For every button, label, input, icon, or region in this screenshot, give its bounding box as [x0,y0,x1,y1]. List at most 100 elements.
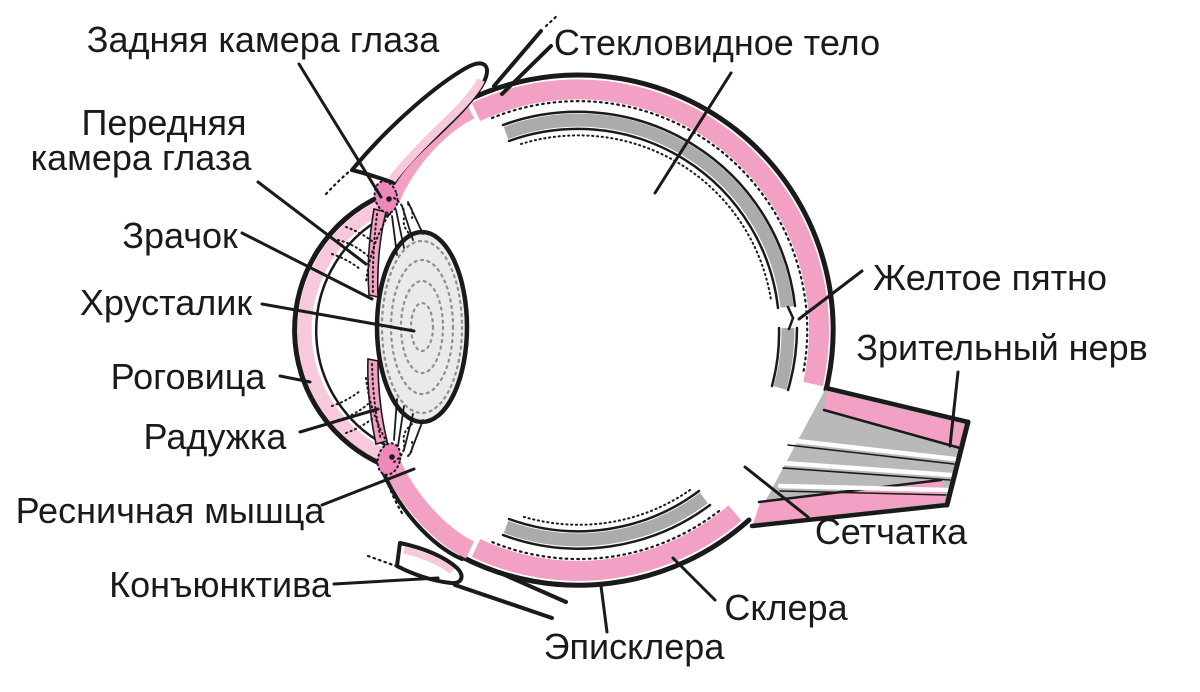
retina-outer-line [786,326,799,392]
stipple-arc [331,390,373,434]
episclera-outline-upper [459,72,836,393]
ciliary-blob [374,181,398,213]
pointer-lines [240,62,960,634]
label-anterior-chamber-line1: Передняя [81,102,246,143]
fold-lining [388,78,485,183]
pointer-anterior-chamber [256,180,368,266]
labels: Задняя камера глаза Передняя камера глаз… [16,19,1148,667]
macula-tick [786,305,795,320]
lens-ring [399,279,445,375]
label-sclera: Склера [724,587,848,628]
label-anterior-chamber-line2: камера глаза [31,137,253,178]
label-retina: Сетчатка [815,511,968,552]
label-cornea: Роговица [111,356,267,397]
retina-gray-band [503,113,794,308]
pointer-macula [797,269,864,321]
lens-ring [380,239,464,415]
macula-notch [786,305,795,331]
zonule-top [391,201,424,256]
fold-lining [403,546,455,574]
optic-nerve-outline-bottom [749,502,950,529]
pointer-conjunctiva [332,576,440,586]
eyelid-stroke [500,44,553,96]
optic-nerve-end-edge [944,419,971,508]
pointer-ciliary-muscle [320,467,416,507]
pointer-episclera [599,584,609,634]
optic-nerve-shape [749,385,971,529]
stipple-arc [490,509,721,561]
ciliary-body-top [373,180,414,237]
label-episclera: Эписклера [544,626,726,667]
eyelid-stroke [496,570,568,604]
label-pupil: Зрачок [122,215,238,256]
label-iris: Радужка [144,416,288,457]
ciliary-blob-edge [376,442,402,476]
stipple-arc [365,377,389,445]
optic-nerve-fibers [777,437,958,493]
sclera-band-lower [471,505,742,581]
retina-gray-band [773,327,795,390]
conjunctiva-fold-bottom [366,541,568,620]
stipple-arc [520,134,772,301]
pointer-retina [743,465,810,519]
conjunctiva-fold-top [324,13,560,196]
optic-nerve-fiber-lines [779,444,955,496]
fold-dotted-tail [324,168,353,196]
retina-inner-line [507,127,780,310]
ciliary-dot [389,454,395,460]
retina-outer-line [501,110,797,308]
pointer-iris [298,407,380,434]
label-conjunctiva: Конъюнктива [109,564,332,605]
anterior-chamber-stipple [331,215,389,445]
pointer-pupil [240,231,374,301]
retina-inner-line [770,326,781,388]
eyelid-stroke [453,583,554,620]
pointer-optic-nerve [948,370,960,448]
stipple-arc [331,226,373,270]
retina-inner-line [507,489,701,533]
ciliary-process-stipple [393,197,414,237]
retina-gray-band [503,492,708,547]
fold-dotted-tail [366,554,398,568]
cornea-outer-line [292,193,389,469]
macula-tick [787,316,795,331]
sclera-extension-bottom [381,456,475,559]
optic-nerve-sheath-line [757,478,943,504]
zonule-bottom [393,398,424,455]
label-macula: Желтое пятно [873,257,1107,298]
optic-nerve-pink-top [824,391,966,447]
lens-ring [409,301,435,353]
pointer-vitreous-body [653,71,733,195]
retina-outer-line [501,503,712,550]
stipple-arc [371,213,378,295]
pointer-cornea [278,374,312,384]
iris-top [367,208,387,299]
ciliary-blob [377,443,401,475]
stipple-arc [520,489,691,526]
pointer-posterior-chamber [297,62,383,199]
label-optic-nerve: Зрительный нерв [856,327,1147,368]
ciliary-body-bottom [376,423,414,476]
stipple-arc [365,215,389,283]
ciliary-blob-edge [373,180,399,214]
eyelid-stroke [492,29,543,88]
anterior-segment [292,99,475,561]
zonule-fibers [391,201,424,455]
ciliary-dot [386,196,392,202]
optic-nerve-outline-top [823,385,971,425]
cornea-inner-line [314,212,396,451]
cornea-band [297,198,393,465]
pointer-lens [260,302,416,333]
label-posterior-chamber: Задняя камера глаза [87,19,440,60]
optic-nerve-sheath-line [822,408,962,450]
pointer-sclera [671,556,717,602]
eyelid-stroke-dotted [544,13,560,28]
stipple-arc [490,100,809,376]
label-lens: Хрусталик [80,282,252,323]
ciliary-process-stipple [393,423,414,463]
stipple-arc [371,363,382,441]
label-ciliary-muscle: Ресничная мышца [16,490,326,531]
iris-shape [367,208,388,445]
